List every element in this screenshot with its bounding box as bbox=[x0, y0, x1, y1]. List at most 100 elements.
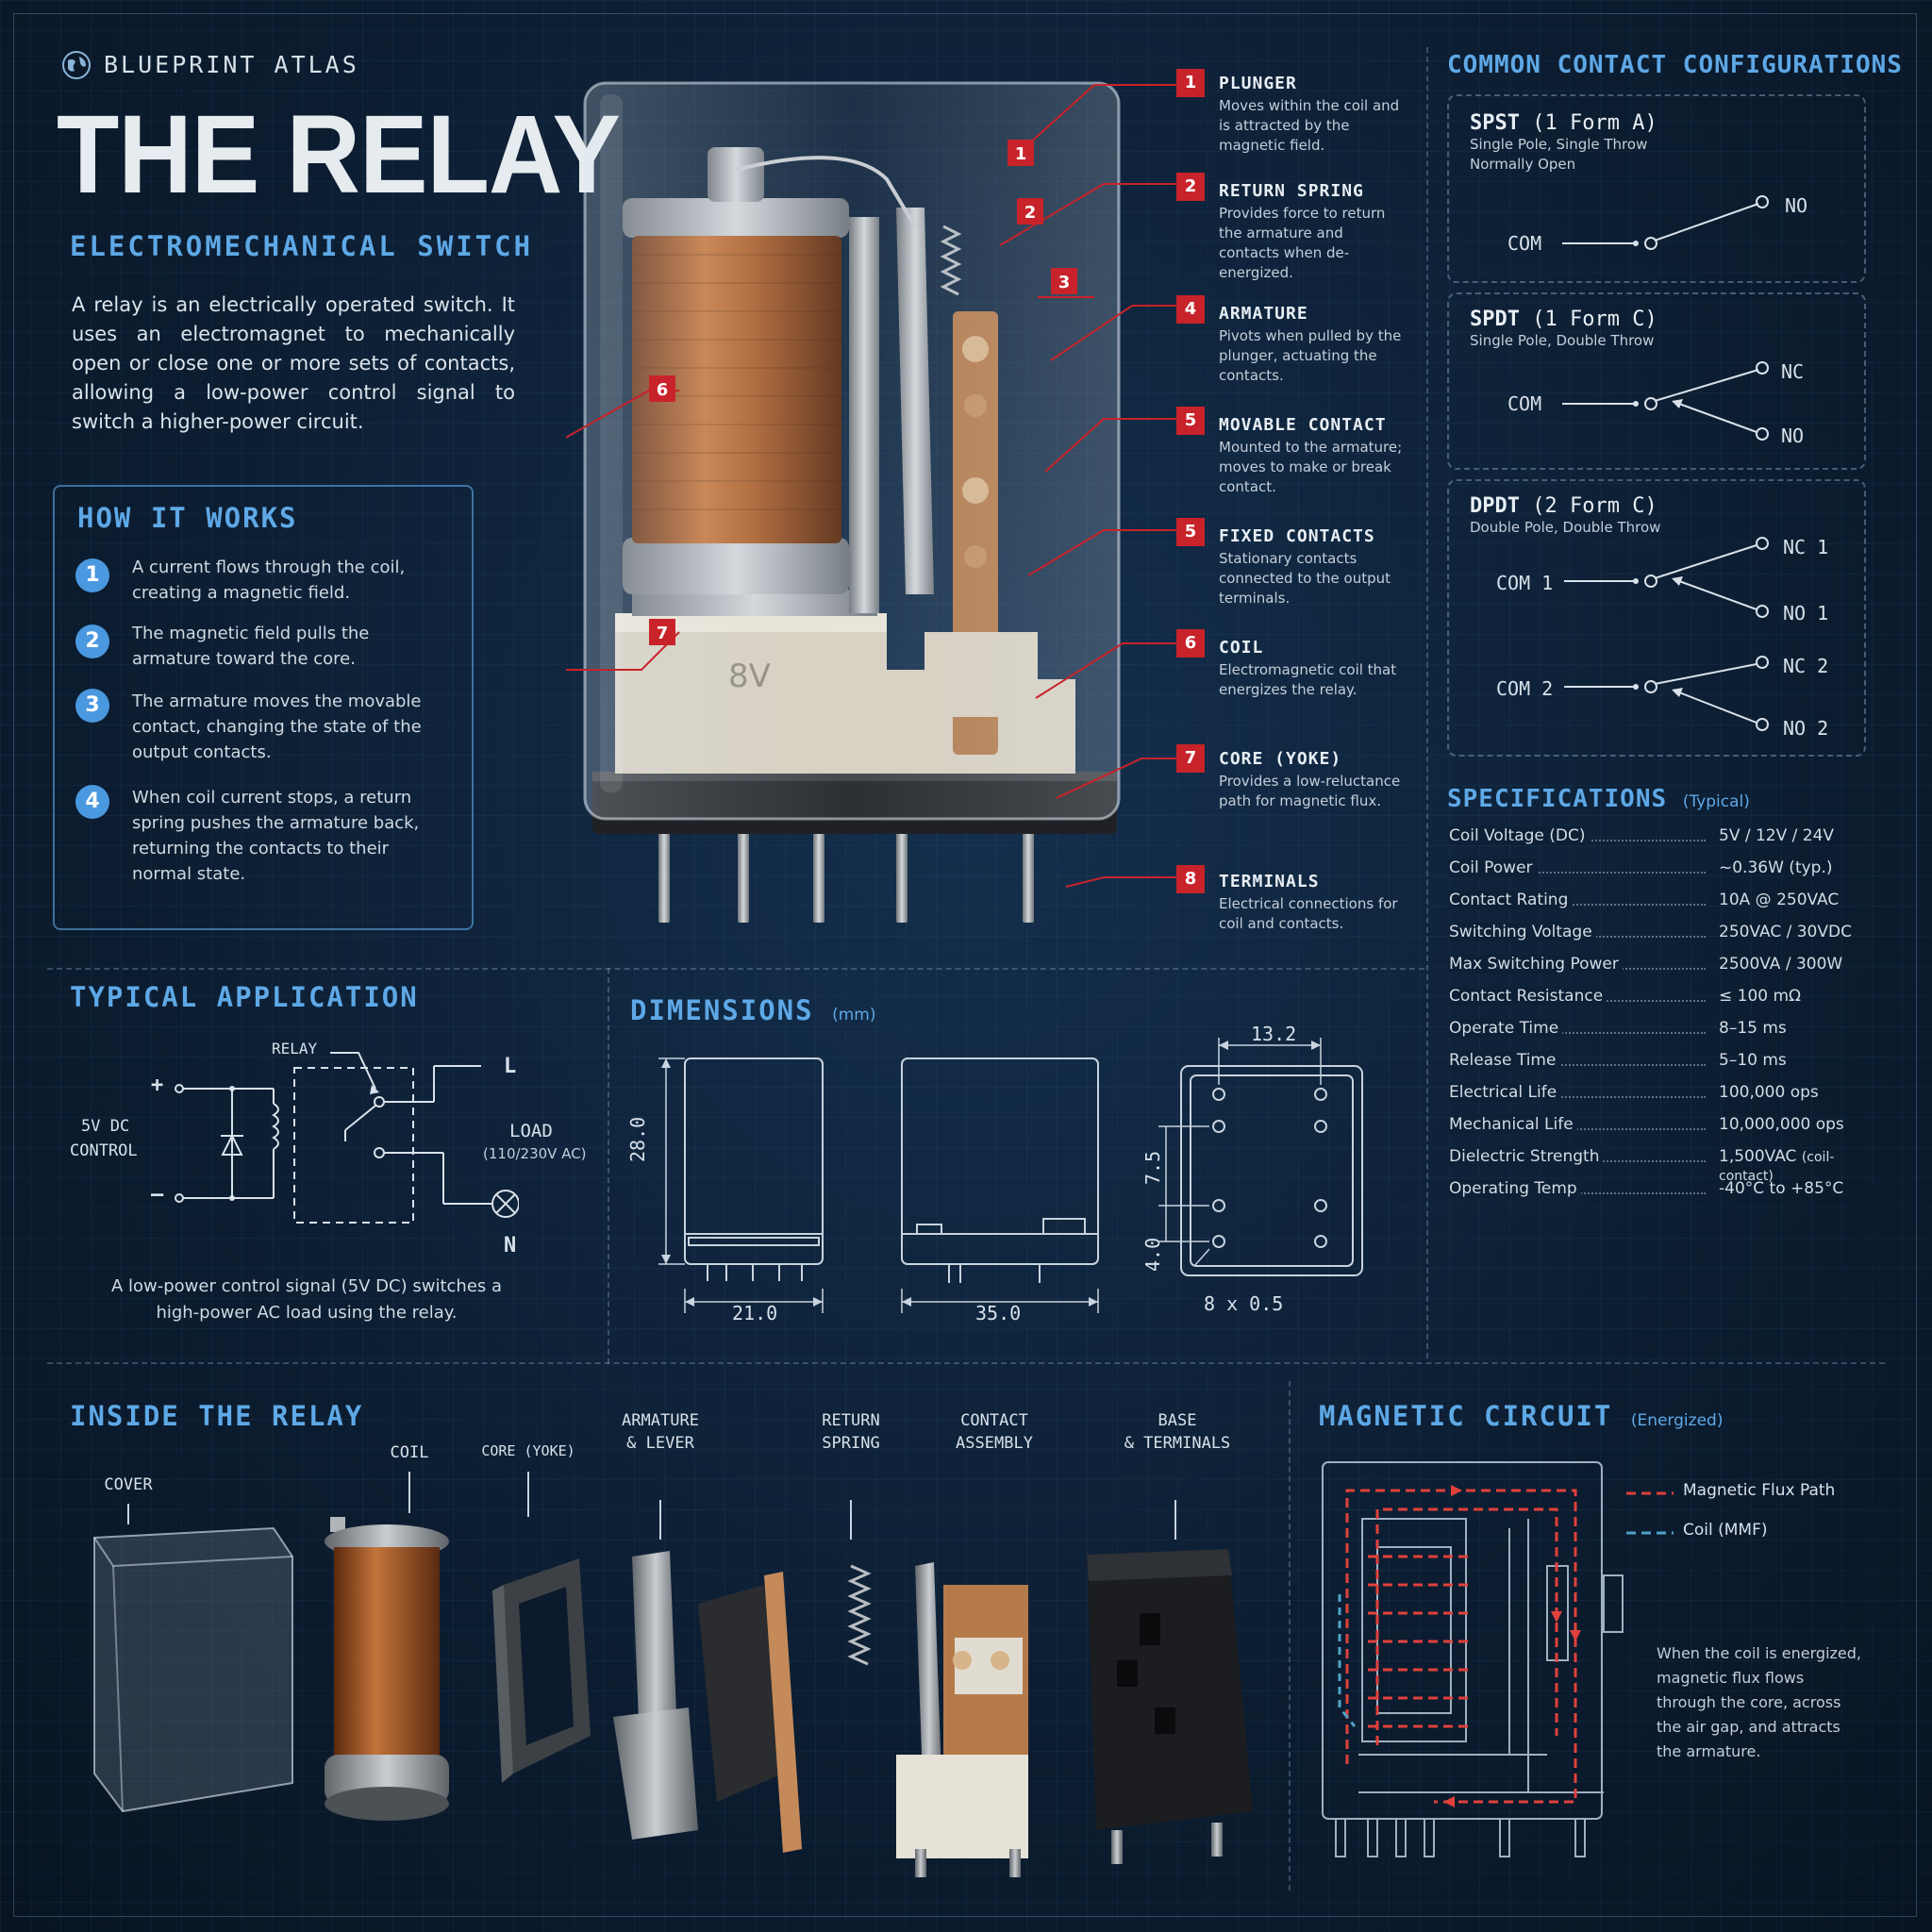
callout-title: FIXED CONTACTS bbox=[1219, 526, 1375, 546]
dim-edge-offset: 4.0 bbox=[1141, 1237, 1164, 1272]
spec-value-text: 5–10 ms bbox=[1719, 1051, 1787, 1070]
spec-leader bbox=[1449, 904, 1706, 906]
callout-desc: Electrical connections for coil and cont… bbox=[1219, 895, 1398, 932]
spec-key: Dielectric Strength bbox=[1449, 1147, 1604, 1166]
spec-row: Electrical Life 100,000 ops bbox=[1449, 1083, 1883, 1111]
spec-value: 100,000 ops bbox=[1719, 1083, 1819, 1102]
armature-part bbox=[613, 1551, 802, 1853]
relay-cutaway-illustration: 8V 1 2 3 6 7 bbox=[566, 81, 1189, 923]
callout-badge-5a: 5 bbox=[1176, 407, 1205, 435]
spec-key: Release Time bbox=[1449, 1051, 1560, 1070]
callout-badge-7: 7 bbox=[1176, 744, 1205, 773]
app-control-label-1: 5V DC bbox=[81, 1117, 130, 1136]
app-load-label: LOAD bbox=[509, 1121, 553, 1141]
spst-sub1: Single Pole, Single Throw bbox=[1470, 136, 1648, 153]
photo-badge-2: 2 bbox=[1024, 203, 1037, 223]
dpdt-panel bbox=[1447, 479, 1866, 757]
exploded-parts-illustration bbox=[93, 1472, 1253, 1877]
spec-value: 5–10 ms bbox=[1719, 1051, 1787, 1070]
part-label-armature-l1: ARMATURE bbox=[622, 1411, 699, 1430]
part-label-armature: ARMATURE & LEVER bbox=[604, 1409, 717, 1455]
spec-key: Coil Voltage (DC) bbox=[1449, 826, 1590, 845]
spec-value-text: 5V / 12V / 24V bbox=[1719, 826, 1835, 845]
dpdt-sub1: Double Pole, Double Throw bbox=[1470, 519, 1661, 536]
magnetic-title: MAGNETIC CIRCUIT (Energized) bbox=[1319, 1400, 1723, 1432]
callout-desc: Pivots when pulled by the plunger, actua… bbox=[1219, 327, 1402, 384]
spst-no-label: NO bbox=[1785, 194, 1808, 217]
spdt-header: SPDT (1 Form C) Single Pole, Double Thro… bbox=[1470, 308, 1657, 351]
spec-row: Operating Temp-40°C to +85°C bbox=[1449, 1179, 1883, 1208]
photo-badge-6: 6 bbox=[657, 380, 669, 400]
spec-value: 250VAC / 30VDC bbox=[1719, 923, 1852, 941]
spec-row: Operate Time 8–15 ms bbox=[1449, 1019, 1883, 1047]
spec-key: Mechanical Life bbox=[1449, 1115, 1577, 1134]
spdt-sub1: Single Pole, Double Throw bbox=[1470, 332, 1655, 349]
spst-sub2: Normally Open bbox=[1470, 156, 1576, 173]
spdt-nc-label: NC bbox=[1781, 360, 1805, 383]
callout-desc: Electromagnetic coil that energizes the … bbox=[1219, 661, 1397, 698]
step-4-text: When coil current stops, a return spring… bbox=[132, 788, 420, 884]
spec-leader bbox=[1449, 1032, 1706, 1034]
dimensions-title-text: DIMENSIONS bbox=[630, 994, 814, 1026]
application-caption: A low-power control signal (5V DC) switc… bbox=[110, 1276, 503, 1323]
spec-key: Contact Rating bbox=[1449, 891, 1573, 909]
dim-pin-count: 8 x 0.5 bbox=[1204, 1292, 1284, 1315]
spec-value: 8–15 ms bbox=[1719, 1019, 1787, 1038]
callout-badge-1: 1 bbox=[1176, 69, 1205, 97]
spec-value: 5V / 12V / 24V bbox=[1719, 826, 1834, 845]
spec-value: 1,500VAC (coil-contact) bbox=[1719, 1147, 1883, 1185]
photo-badge-7: 7 bbox=[657, 624, 669, 643]
spec-key: Operate Time bbox=[1449, 1019, 1563, 1038]
part-label-contact-assembly: CONTACT ASSEMBLY bbox=[938, 1409, 1051, 1455]
callout-badge-8: 8 bbox=[1176, 865, 1205, 893]
dim-row-spacing: 7.5 bbox=[1141, 1150, 1164, 1185]
part-label-contact-l2: ASSEMBLY bbox=[956, 1434, 1033, 1453]
application-schematic bbox=[175, 1052, 519, 1224]
photo-badge-3: 3 bbox=[1058, 273, 1071, 292]
spring-part bbox=[847, 1564, 872, 1666]
spst-schematic bbox=[1562, 195, 1769, 250]
spec-key: Contact Resistance bbox=[1449, 987, 1607, 1006]
legend-flux-label: Magnetic Flux Path bbox=[1683, 1481, 1836, 1500]
photo-badge-1: 1 bbox=[1015, 144, 1027, 164]
spec-value-text: -40°C to +85°C bbox=[1719, 1179, 1844, 1198]
spdt-com-label: COM bbox=[1507, 392, 1542, 415]
specs-title: SPECIFICATIONS (Typical) bbox=[1447, 785, 1750, 813]
legend-coil-swatch bbox=[1626, 1531, 1674, 1535]
bottom-row-center-divider bbox=[1289, 1381, 1291, 1890]
callout-core-yoke: CORE (YOKE) Provides a low-reluctance pa… bbox=[1219, 749, 1407, 811]
step-2-number: 2 bbox=[75, 625, 109, 658]
dpdt-header: DPDT (2 Form C) Double Pole, Double Thro… bbox=[1470, 494, 1660, 538]
callout-desc: Stationary contacts connected to the out… bbox=[1219, 550, 1391, 607]
spdt-form: (1 Form C) bbox=[1532, 308, 1657, 331]
terminal-pins bbox=[658, 828, 1034, 923]
spec-key: Switching Voltage bbox=[1449, 923, 1596, 941]
callout-plunger: PLUNGER Moves within the coil and is att… bbox=[1219, 74, 1407, 156]
spec-row: Contact Resistance ≤ 100 mΩ bbox=[1449, 987, 1883, 1015]
callout-movable-contact: MOVABLE CONTACT Mounted to the armature;… bbox=[1219, 415, 1407, 497]
magnetic-caption: When the coil is energized, magnetic flu… bbox=[1657, 1644, 1862, 1760]
magnetic-note: (Energized) bbox=[1630, 1411, 1724, 1430]
dimensions-title: DIMENSIONS (mm) bbox=[630, 994, 875, 1026]
spst-header: SPST (1 Form A) Single Pole, Single Thro… bbox=[1470, 111, 1657, 175]
spec-row: Release Time 5–10 ms bbox=[1449, 1051, 1883, 1079]
specs-note: (Typical) bbox=[1682, 792, 1750, 811]
spec-row: Coil Voltage (DC) 5V / 12V / 24V bbox=[1449, 826, 1883, 855]
app-load-voltage: (110/230V AC) bbox=[483, 1145, 587, 1162]
dpdt-name: DPDT bbox=[1470, 494, 1520, 518]
spec-value: ≤ 100 mΩ bbox=[1719, 987, 1801, 1006]
callout-badge-5b: 5 bbox=[1176, 518, 1205, 546]
app-line-label: L bbox=[504, 1055, 517, 1078]
right-column-divider bbox=[1426, 47, 1428, 1358]
spec-value-text: 100,000 ops bbox=[1719, 1083, 1819, 1102]
spst-panel bbox=[1447, 94, 1866, 283]
spec-value-text: ≤ 100 mΩ bbox=[1719, 987, 1802, 1006]
spec-value-text: 250VAC / 30VDC bbox=[1719, 923, 1852, 941]
core-part bbox=[492, 1558, 591, 1783]
callout-desc: Moves within the coil and is attracted b… bbox=[1219, 97, 1400, 154]
step-1-number: 1 bbox=[75, 558, 109, 592]
spec-key: Electrical Life bbox=[1449, 1083, 1561, 1102]
page-subtitle: ELECTROMECHANICAL SWITCH bbox=[70, 230, 534, 262]
